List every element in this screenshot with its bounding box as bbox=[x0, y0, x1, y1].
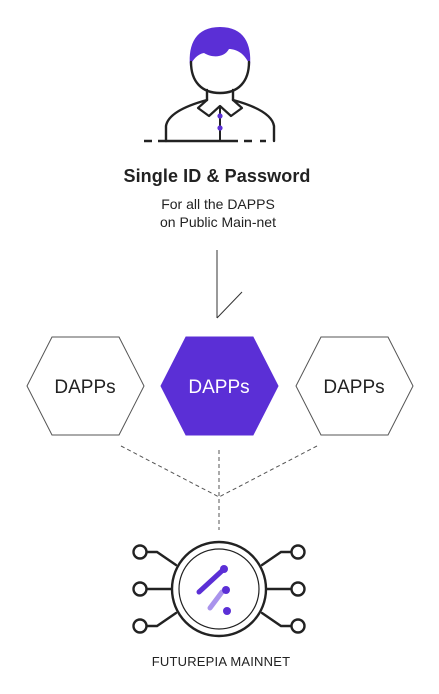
futurepia-logo-icon bbox=[196, 565, 231, 615]
user-hair bbox=[189, 27, 251, 66]
mainnet-label: FUTUREPIA MAINNET bbox=[152, 654, 290, 669]
dapp-hexagon-right-label: DAPPs bbox=[323, 377, 384, 398]
chip-pin-left-bottom bbox=[145, 611, 178, 628]
logo-stroke-top bbox=[196, 566, 227, 595]
user-face bbox=[189, 60, 251, 95]
user-subtitle-line1: For all the DAPPS bbox=[161, 196, 275, 212]
dapp-hexagon-left: DAPPs bbox=[26, 336, 145, 436]
logo-dot-top bbox=[220, 565, 228, 573]
chip-pin-end bbox=[132, 581, 148, 597]
dashed-connectors bbox=[120, 445, 318, 530]
user-icon bbox=[144, 27, 294, 143]
user-title: Single ID & Password bbox=[123, 166, 310, 186]
chip-pin-end bbox=[290, 544, 306, 560]
dapp-hexagon-left-label: DAPPs bbox=[54, 377, 115, 398]
chip-pin-left-top bbox=[145, 550, 178, 567]
user-shirt-button bbox=[217, 113, 223, 119]
logo-stroke-mid bbox=[207, 589, 225, 611]
chip-pin-end bbox=[290, 581, 306, 597]
chip-pin-ends bbox=[132, 544, 306, 634]
logo-dot-mid bbox=[222, 586, 230, 594]
user-body bbox=[164, 98, 276, 143]
chip-pins bbox=[145, 550, 293, 628]
user-neck bbox=[205, 88, 235, 102]
user-shirt-button bbox=[217, 125, 223, 131]
chip-pin-end bbox=[132, 544, 148, 560]
chip-pin-end bbox=[132, 618, 148, 634]
connector-slash bbox=[216, 291, 243, 319]
chip-inner-ring bbox=[178, 548, 260, 630]
dapp-hexagon-center-shape bbox=[160, 336, 279, 436]
dapp-hexagon-left-shape bbox=[26, 336, 145, 436]
dapp-hexagon-center: DAPPs bbox=[160, 336, 279, 436]
dashed-connector-left bbox=[120, 445, 220, 498]
user-subtitle-line2: on Public Main-net bbox=[160, 214, 276, 230]
dapp-hexagon-center-label: DAPPs bbox=[188, 377, 249, 398]
dapp-hexagon-right: DAPPs bbox=[295, 336, 414, 436]
chip-pin-end bbox=[290, 618, 306, 634]
chip-pin-right-top bbox=[260, 550, 293, 567]
logo-dot-bottom bbox=[223, 607, 231, 615]
mainnet-chip-icon bbox=[132, 540, 306, 638]
dashed-connector-right bbox=[218, 445, 318, 498]
chip-pin-right-bottom bbox=[260, 611, 293, 628]
dapp-hexagon-right-shape bbox=[295, 336, 414, 436]
